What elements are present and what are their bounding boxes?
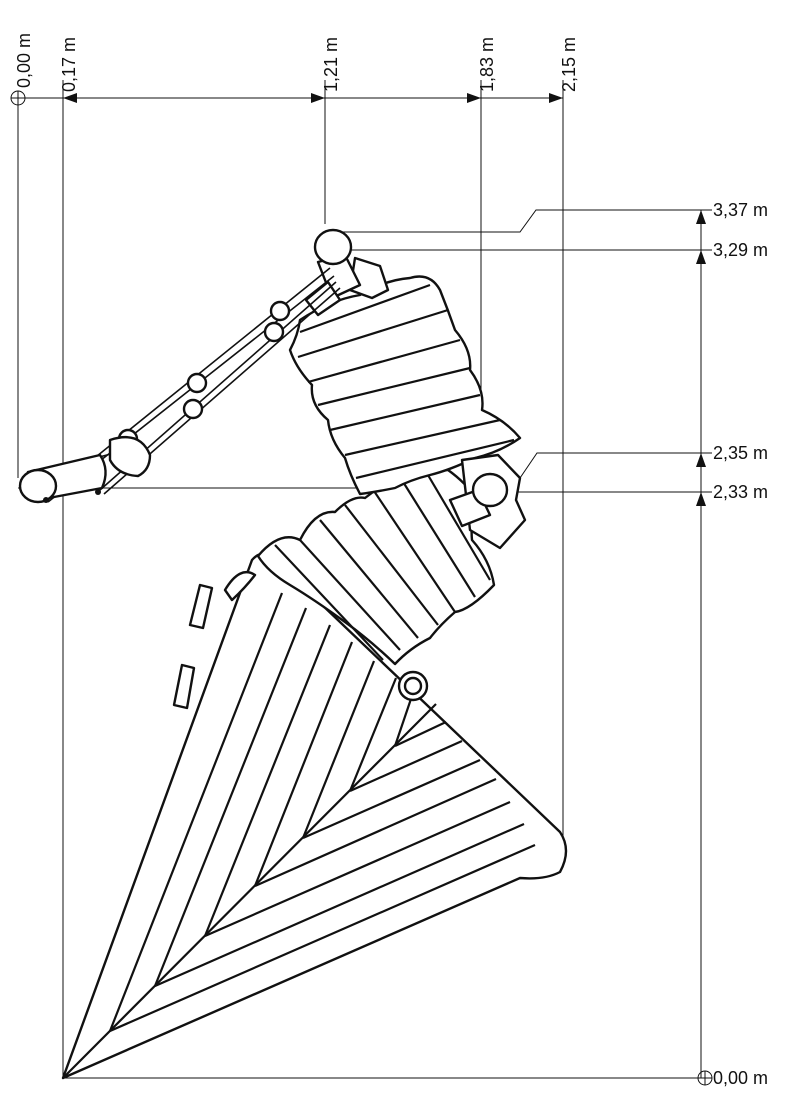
origin-marker-vertical (697, 1070, 713, 1086)
label-h-0-00: 0,00 m (14, 33, 34, 88)
arrow-2-15 (549, 93, 563, 103)
arrow-0-17 (63, 93, 77, 103)
top-post-cap (313, 228, 353, 266)
triangular-deck (61, 552, 568, 1080)
label-h-2-15: 2,15 m (559, 37, 579, 92)
label-v-3-37: 3,37 m (713, 200, 768, 220)
arrow-3-37 (696, 210, 706, 224)
lower-post-cap (471, 472, 509, 508)
leader-2-35 (500, 452, 712, 479)
label-v-0-00: 0,00 m (713, 1068, 768, 1088)
rope-ladder (44, 267, 341, 503)
arrow-3-29 (696, 250, 706, 264)
horizontal-dimensions: 0,00 m 0,17 m 1,21 m 1,83 m 2,15 m (10, 33, 579, 1078)
label-h-0-17: 0,17 m (59, 37, 79, 92)
lower-post (448, 453, 527, 550)
label-h-1-83: 1,83 m (477, 37, 497, 92)
top-post (304, 228, 390, 317)
arrow-1-83 (467, 93, 481, 103)
arrow-1-21 (311, 93, 325, 103)
label-v-2-35: 2,35 m (713, 443, 768, 463)
ribbed-bridge-upper (288, 275, 522, 496)
label-v-2-33: 2,33 m (713, 482, 768, 502)
arrow-2-33 (696, 492, 706, 506)
vertical-dimensions: 3,37 m 3,29 m 2,35 m 2,33 m 0,00 m (18, 200, 768, 1088)
label-h-1-21: 1,21 m (321, 37, 341, 92)
anchor-log (18, 453, 107, 504)
label-v-3-29: 3,29 m (713, 240, 768, 260)
origin-marker-horizontal (10, 90, 26, 106)
ribbed-bridge-lower (256, 468, 496, 666)
arrow-2-35 (696, 453, 706, 467)
leader-3-37 (336, 209, 712, 233)
anchor-log-end (18, 468, 58, 504)
